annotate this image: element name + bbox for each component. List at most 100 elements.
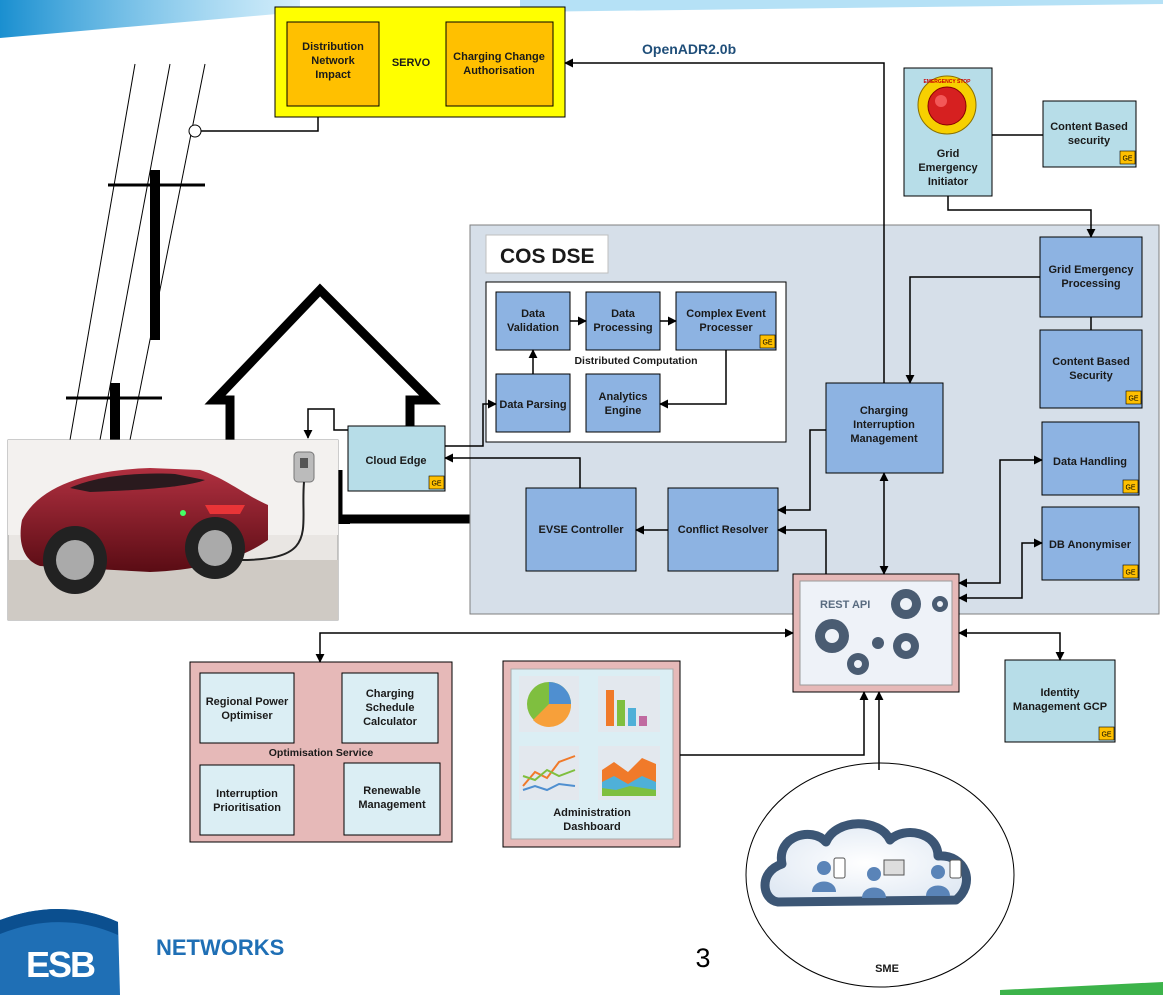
line-chart-icon <box>519 746 579 800</box>
label-line: Complex Event <box>686 308 766 320</box>
label-line: Administration <box>553 807 631 819</box>
ge-badge: GE <box>1122 564 1139 579</box>
label-line: Initiator <box>928 176 969 188</box>
evse-controller-box[interactable] <box>525 487 637 572</box>
data-processing-box[interactable] <box>585 291 661 351</box>
data-handling-label: Data Handling <box>1053 456 1127 468</box>
analytics-engine-box[interactable] <box>585 373 661 433</box>
header-band-right <box>520 0 1163 12</box>
servo-label: SERVO <box>392 57 431 69</box>
electric-car-photo <box>7 439 339 621</box>
emergency-stop-text: EMERGENCY STOP <box>923 79 971 85</box>
regional-power-optimiser-box[interactable] <box>199 672 295 744</box>
db-anonymiser-label: DB Anonymiser <box>1049 539 1132 551</box>
gears-icon <box>815 589 948 675</box>
label-line: Distribution <box>302 41 364 53</box>
page-number: 3 <box>695 943 710 973</box>
openadr-protocol-label: OpenADR2.0b <box>642 41 736 57</box>
rest-api-label: REST API <box>820 599 870 611</box>
sme-cloud-icon <box>760 819 971 907</box>
label-line: Content Based <box>1050 121 1128 133</box>
area-chart-icon <box>598 746 660 800</box>
power-pole-lower <box>110 383 120 443</box>
label-line: Grid Emergency <box>1049 264 1135 276</box>
renewable-management-box[interactable] <box>343 762 441 836</box>
footer-green-band <box>1000 982 1163 995</box>
label-line: Interruption <box>216 788 278 800</box>
power-lines <box>66 63 206 441</box>
ge-badge: GE <box>1098 726 1115 741</box>
label-line: Interruption <box>853 419 915 431</box>
label-line: Dashboard <box>563 821 620 833</box>
data-parsing-box[interactable] <box>495 373 571 433</box>
label-line: Content Based <box>1052 356 1130 368</box>
complex-event-processer-box[interactable] <box>675 291 777 351</box>
conflict-resolver-box[interactable] <box>667 487 779 572</box>
label-line: Data <box>521 308 546 320</box>
label-line: Prioritisation <box>213 802 281 814</box>
optimisation-service-label: Optimisation Service <box>269 747 374 759</box>
label-line: Processing <box>1061 278 1120 290</box>
label-line: Cloud Edge <box>365 455 426 467</box>
users-with-devices-icon <box>812 857 962 898</box>
label-line: Regional Power <box>206 696 289 708</box>
ge-badge: GE <box>428 475 445 490</box>
label-line: Optimiser <box>221 710 273 722</box>
connectors <box>201 58 1096 770</box>
charging-interruption-management-box[interactable] <box>825 382 944 474</box>
ge-badge: GE <box>1119 150 1136 165</box>
house-outline <box>204 283 441 440</box>
label-line: Charging <box>366 688 414 700</box>
data-validation-box[interactable] <box>495 291 571 351</box>
grid-emergency-processing-box[interactable] <box>1039 236 1143 318</box>
charging-change-authorisation-box[interactable] <box>445 21 554 107</box>
label-line: Identity <box>1040 687 1080 699</box>
sme-label: SME <box>875 963 899 975</box>
label-line: Processer <box>699 322 753 334</box>
label-line: Data <box>611 308 636 320</box>
distributed-computation-label: Distributed Computation <box>574 355 697 367</box>
ge-badge: GE <box>759 334 776 349</box>
identity-management-box[interactable] <box>1004 659 1116 743</box>
label-line: Data Handling <box>1053 456 1127 468</box>
data-parsing-label: Data Parsing <box>499 399 566 411</box>
cos-dse-title-box <box>485 234 609 274</box>
content-based-security-box[interactable] <box>1039 329 1143 409</box>
distribution-network-impact-box[interactable] <box>286 21 380 107</box>
label-line: Engine <box>605 405 642 417</box>
interruption-prioritisation-box[interactable] <box>199 764 295 836</box>
label-line: Validation <box>507 322 559 334</box>
svg-text:GE: GE <box>1101 732 1111 739</box>
label-line: Grid <box>937 148 960 160</box>
emergency-stop-button[interactable] <box>927 86 967 126</box>
label-line: Renewable <box>363 785 420 797</box>
cos-dse-title: COS DSE <box>500 245 595 268</box>
emergency-stop-highlight <box>935 95 947 107</box>
label-line: Analytics <box>599 391 648 403</box>
label-line: Network <box>311 55 355 67</box>
svg-text:GE: GE <box>1125 570 1135 577</box>
label-line: Management <box>850 433 918 445</box>
svg-text:GE: GE <box>1122 156 1132 163</box>
label-line: DB Anonymiser <box>1049 539 1132 551</box>
bar-chart-icon <box>598 676 660 732</box>
conflict-resolver-label: Conflict Resolver <box>678 524 769 536</box>
esb-logo[interactable]: ESB <box>0 908 120 995</box>
label-line: security <box>1068 135 1111 147</box>
charging-schedule-calculator-box[interactable] <box>341 672 439 744</box>
label-line: Schedule <box>366 702 415 714</box>
networks-wordmark: NETWORKS <box>156 935 284 960</box>
evse-controller-label: EVSE Controller <box>539 524 625 536</box>
